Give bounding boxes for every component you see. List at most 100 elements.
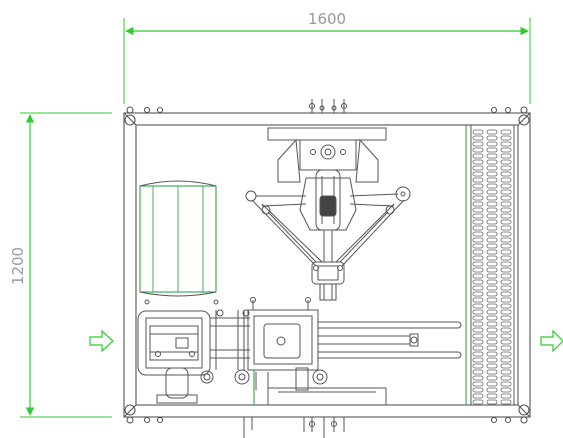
mesh-link <box>486 153 498 159</box>
mesh-link <box>500 237 512 243</box>
mesh-link <box>486 219 498 225</box>
mesh-link <box>500 267 512 273</box>
bottom-studs <box>243 417 345 438</box>
mesh-link <box>486 129 498 135</box>
mesh-link <box>472 375 484 381</box>
mesh-link <box>472 177 484 183</box>
mesh-link <box>486 309 498 315</box>
mesh-link <box>500 321 512 327</box>
forming-plate <box>247 309 319 405</box>
mesh-link <box>500 399 512 405</box>
mesh-link <box>472 333 484 339</box>
mesh-link <box>486 291 498 297</box>
mesh-link <box>500 201 512 207</box>
film-magazine <box>139 180 219 305</box>
height-dimension: 1200 <box>9 112 112 418</box>
mesh-link <box>500 327 512 333</box>
mesh-link <box>486 321 498 327</box>
mesh-link <box>486 303 498 309</box>
mesh-link <box>500 273 512 279</box>
mesh-link <box>486 339 498 345</box>
mesh-link <box>486 213 498 219</box>
mesh-link <box>486 333 498 339</box>
mesh-link <box>500 153 512 159</box>
mesh-link <box>472 321 484 327</box>
bottom-plate <box>267 387 387 406</box>
mesh-link <box>486 225 498 231</box>
mesh-link <box>472 339 484 345</box>
mesh-link <box>486 315 498 321</box>
mesh-link <box>500 279 512 285</box>
mesh-link <box>500 285 512 291</box>
mesh-link <box>500 309 512 315</box>
mesh-link <box>500 369 512 375</box>
mesh-link <box>472 237 484 243</box>
mesh-link <box>472 249 484 255</box>
mesh-link <box>486 171 498 177</box>
mesh-link <box>500 261 512 267</box>
infeed-station <box>137 297 328 404</box>
mesh-link <box>472 183 484 189</box>
mesh-link <box>486 237 498 243</box>
mesh-link <box>486 147 498 153</box>
mesh-link <box>500 315 512 321</box>
mesh-link <box>486 375 498 381</box>
mesh-link <box>472 261 484 267</box>
mesh-link <box>500 213 512 219</box>
mesh-link <box>472 255 484 261</box>
mesh-link <box>486 141 498 147</box>
mesh-link <box>486 345 498 351</box>
mesh-link <box>486 399 498 405</box>
mesh-link <box>472 147 484 153</box>
mesh-link <box>500 381 512 387</box>
mesh-link <box>500 339 512 345</box>
mesh-link <box>472 393 484 399</box>
mesh-link <box>500 129 512 135</box>
mesh-link <box>500 363 512 369</box>
mesh-link <box>486 351 498 357</box>
mesh-link <box>472 297 484 303</box>
mesh-link <box>486 243 498 249</box>
mesh-link <box>472 153 484 159</box>
mesh-link <box>500 333 512 339</box>
mesh-link <box>486 189 498 195</box>
mesh-link <box>486 201 498 207</box>
delta-robot <box>245 169 411 301</box>
mesh-link <box>500 291 512 297</box>
mesh-link <box>472 243 484 249</box>
mesh-link <box>500 183 512 189</box>
mesh-link <box>486 363 498 369</box>
mesh-link <box>472 225 484 231</box>
mesh-link <box>472 129 484 135</box>
mesh-link <box>486 279 498 285</box>
top-studs <box>309 99 347 113</box>
mesh-link <box>472 141 484 147</box>
mesh-link <box>486 207 498 213</box>
mesh-link <box>500 189 512 195</box>
mesh-link <box>500 141 512 147</box>
mesh-link <box>500 135 512 141</box>
mesh-link <box>486 261 498 267</box>
mesh-link <box>472 285 484 291</box>
outlet-conveyor <box>465 125 515 405</box>
mesh-link <box>486 393 498 399</box>
mesh-link <box>486 165 498 171</box>
guide-rails <box>318 321 462 359</box>
mesh-link <box>472 381 484 387</box>
mesh-link <box>500 375 512 381</box>
mesh-link <box>500 393 512 399</box>
mesh-link <box>500 147 512 153</box>
mesh-link <box>486 177 498 183</box>
mesh-link <box>472 327 484 333</box>
mesh-link <box>472 201 484 207</box>
mesh-link <box>486 273 498 279</box>
mesh-link <box>472 213 484 219</box>
mesh-link <box>472 345 484 351</box>
mesh-link <box>500 177 512 183</box>
mesh-link <box>486 327 498 333</box>
mesh-link <box>486 183 498 189</box>
mesh-link <box>486 369 498 375</box>
mesh-link <box>472 189 484 195</box>
mesh-link <box>472 399 484 405</box>
